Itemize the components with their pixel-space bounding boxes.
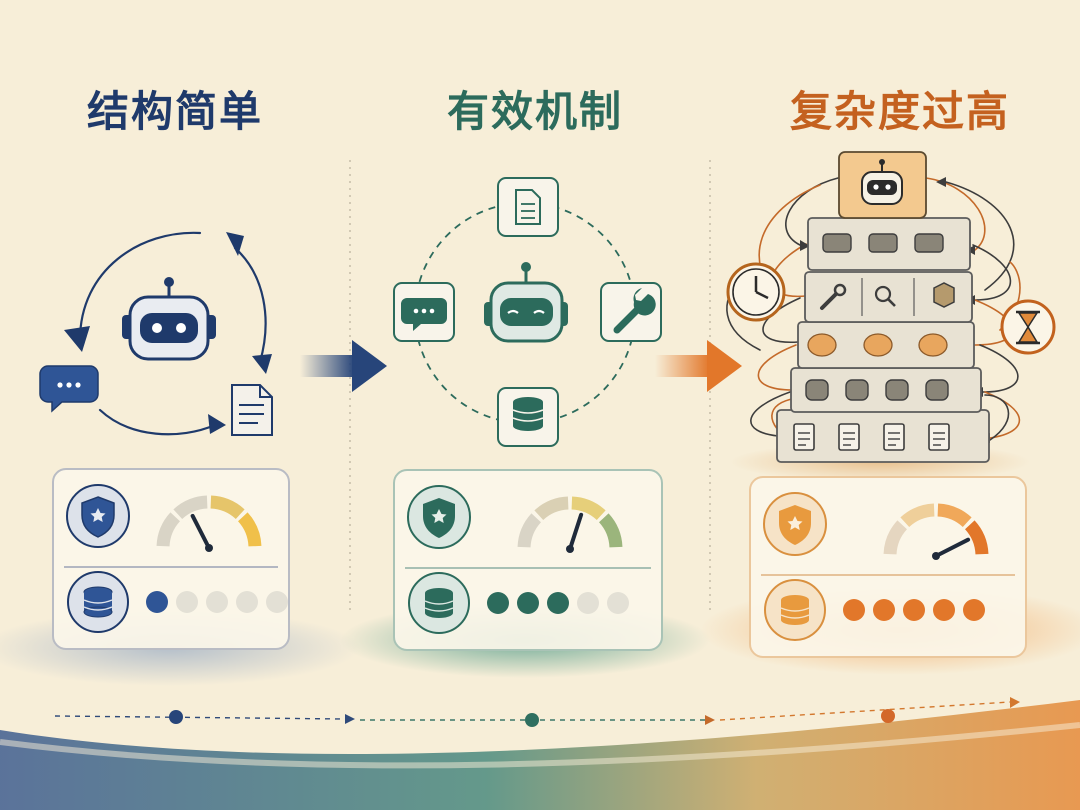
gauge-icon — [156, 495, 262, 552]
gauge-segment — [964, 520, 989, 555]
timeline — [54, 697, 1020, 727]
clock-icon — [726, 262, 786, 322]
gauge-segment — [937, 503, 972, 528]
rating-dot-empty — [206, 591, 228, 613]
rating-dot-filled — [933, 599, 955, 621]
shield-icon — [407, 485, 471, 549]
robot-icon — [484, 262, 568, 343]
hourglass-icon — [1000, 299, 1056, 355]
rating-dot-empty — [236, 591, 258, 613]
gauge-segment — [210, 495, 245, 520]
shield-icon — [763, 492, 827, 556]
stack-tier-database — [790, 367, 982, 413]
rating-dot-empty — [176, 591, 198, 613]
timeline-dot-2 — [525, 713, 539, 727]
card-divider — [64, 566, 278, 568]
database-icon — [497, 387, 559, 447]
document-icon — [497, 177, 559, 237]
rating-dot-filled — [843, 599, 865, 621]
card-divider — [761, 574, 1015, 576]
panel-1-title: 结构简单 — [86, 87, 263, 136]
gauge-segment — [900, 503, 935, 528]
gauge-icon — [517, 496, 623, 553]
timeline-dot-1 — [169, 710, 183, 724]
panel-2-title: 有效机制 — [446, 87, 623, 136]
gauge-icon — [883, 503, 989, 560]
wrench-icon — [820, 283, 847, 310]
database-icon — [67, 571, 129, 633]
transition-arrow-1 — [300, 340, 387, 392]
panel-2-metrics-card — [393, 469, 663, 651]
database-icon — [764, 579, 826, 641]
gauge-needle — [568, 512, 584, 551]
stack-tier-brain — [797, 321, 975, 369]
rating-dots — [843, 599, 985, 621]
stack-tier-tools — [804, 271, 973, 323]
gauge-segment — [156, 512, 181, 547]
rating-dot-filled — [963, 599, 985, 621]
robot-icon — [838, 151, 927, 219]
transition-arrow-2 — [655, 340, 742, 392]
document-icon — [231, 384, 273, 436]
shield-icon — [66, 484, 130, 548]
rating-dot-empty — [607, 592, 629, 614]
rating-dot-filled — [873, 599, 895, 621]
gauge-needle — [934, 537, 971, 558]
gauge-needle — [190, 513, 211, 550]
rating-dot-filled — [517, 592, 539, 614]
rating-dot-filled — [487, 592, 509, 614]
rating-dots — [487, 592, 629, 614]
database-icon — [408, 572, 470, 634]
stack-tier-chat — [807, 217, 971, 271]
rating-dot-filled — [547, 592, 569, 614]
robot-icon — [122, 277, 216, 361]
rating-dot-empty — [577, 592, 599, 614]
box-icon — [933, 282, 955, 308]
chat-icon — [39, 365, 99, 413]
gauge-segment — [534, 496, 569, 521]
cycle-arrows-icon — [78, 231, 267, 436]
panel-1-metrics-card — [52, 468, 290, 650]
rating-dots — [146, 591, 288, 613]
gauge-segment — [517, 513, 542, 548]
panel-3-title: 复杂度过高 — [789, 87, 1010, 136]
search-icon — [874, 285, 896, 307]
gauge-segment — [883, 520, 908, 555]
stack-tier-clipboard — [776, 409, 990, 463]
card-divider — [405, 567, 651, 569]
rating-dot-empty — [266, 591, 288, 613]
wrench-icon — [600, 282, 662, 342]
gauge-segment — [571, 496, 606, 521]
rating-dot-filled — [146, 591, 168, 613]
gauge-segment — [598, 513, 623, 548]
gauge-segment — [173, 495, 208, 520]
gauge-segment — [237, 512, 262, 547]
panel-3-metrics-card — [749, 476, 1027, 658]
timeline-dot-3 — [881, 709, 895, 723]
rating-dot-filled — [903, 599, 925, 621]
chat-icon — [393, 282, 455, 342]
